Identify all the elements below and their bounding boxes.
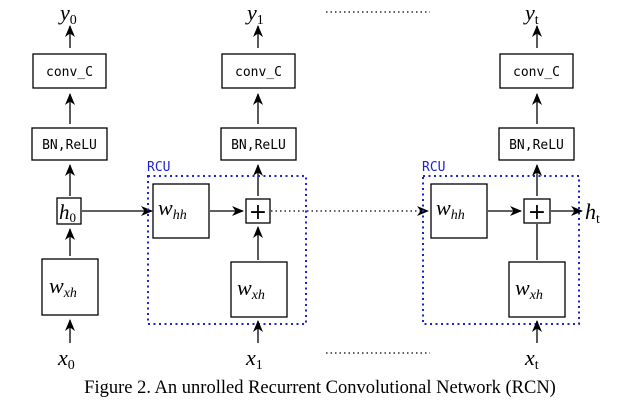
rcu-label-t: RCU (422, 160, 445, 175)
wxh-label-t: wxh (515, 275, 543, 303)
output-label-y1: y1 (245, 0, 264, 28)
conv-label-0: conv_C (46, 65, 93, 80)
rcu-label-1: RCU (147, 160, 170, 175)
bn-box-1 (220, 127, 297, 161)
output-label-y0: y0 (58, 0, 77, 28)
bn-label-t: BN,ReLU (509, 138, 564, 153)
whh-box-1 (152, 183, 210, 239)
sum-symbol-t: + (528, 200, 546, 225)
rcu-box-t (422, 175, 580, 325)
column-t: yt conv_C BN,ReLU RCU whh + ht wxh xt (422, 0, 600, 373)
wxh-label-1: wxh (237, 275, 265, 303)
hidden-label-ht: ht (585, 199, 600, 227)
bn-label-0: BN,ReLU (42, 138, 97, 153)
conv-label-1: conv_C (235, 65, 282, 80)
output-label-yt: yt (523, 0, 539, 28)
input-label-x1: x1 (245, 345, 263, 373)
whh-label-1: whh (158, 195, 187, 223)
hidden-box-h0 (56, 197, 82, 225)
rcn-diagram: y0 conv_C BN,ReLU h0 wxh x0 y1 conv_C BN… (31, 0, 600, 373)
wxh-box-t (508, 261, 566, 318)
bn-label-1: BN,ReLU (231, 138, 286, 153)
sum-box-1 (245, 198, 271, 224)
sum-symbol-1: + (249, 200, 267, 225)
sum-box-t (523, 198, 551, 224)
conv-box-1 (221, 53, 296, 89)
conv-label-t: conv_C (513, 65, 560, 80)
hidden-label-h0: h0 (59, 200, 76, 225)
wxh-label-0: wxh (49, 273, 77, 301)
conv-box-t (499, 53, 574, 89)
rcu-box-1 (147, 175, 307, 325)
input-label-xt: xt (524, 345, 539, 373)
column-0: y0 conv_C BN,ReLU h0 wxh x0 (31, 0, 108, 373)
input-label-x0: x0 (57, 345, 75, 373)
wxh-box-0 (41, 258, 99, 316)
column-1: y1 conv_C BN,ReLU RCU whh + wxh x1 (147, 0, 307, 373)
wxh-box-1 (230, 261, 288, 318)
bn-box-t (498, 127, 575, 161)
bn-box-0 (31, 127, 108, 161)
conv-box-0 (32, 53, 107, 89)
whh-label-t: whh (436, 195, 465, 223)
figure-caption: Figure 2. An unrolled Recurrent Convolut… (84, 378, 556, 398)
whh-box-t (430, 183, 488, 239)
